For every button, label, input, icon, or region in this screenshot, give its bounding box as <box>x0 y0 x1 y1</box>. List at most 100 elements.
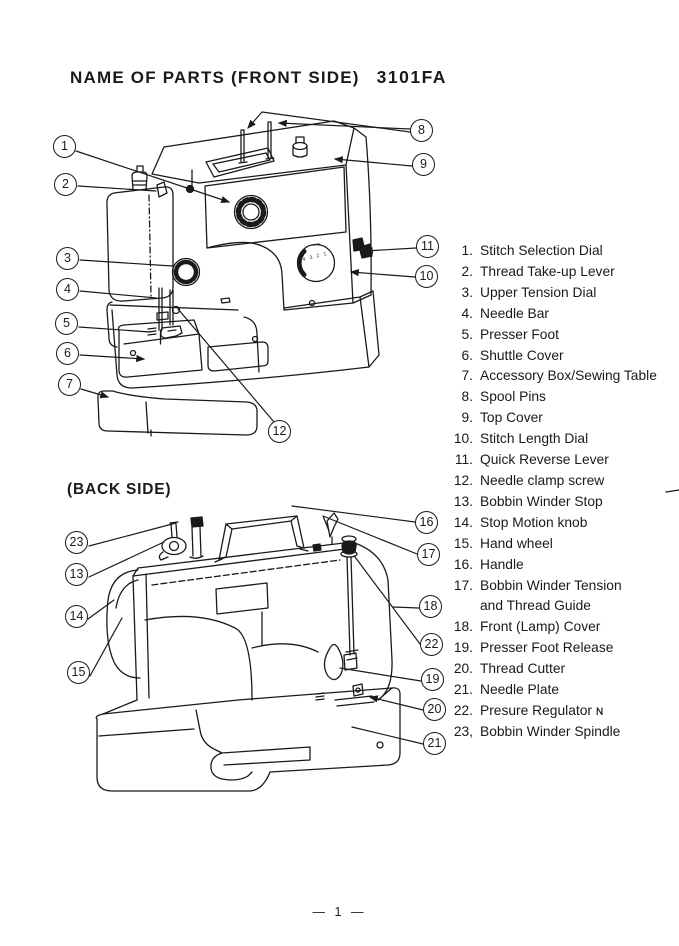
leader-22 <box>355 557 420 644</box>
part-item: 21. Needle Plate <box>446 680 676 701</box>
part-label: Hand wheel <box>480 535 553 551</box>
callout-22: 22 <box>420 633 443 656</box>
callout-12: 12 <box>268 420 291 443</box>
back-base <box>96 688 400 791</box>
part-item: 20. Thread Cutter <box>446 659 676 680</box>
part-item: 2.Thread Take-up Lever <box>446 262 676 283</box>
callout-number: 19 <box>425 672 440 687</box>
part-label: Stop Motion knob <box>480 514 588 530</box>
leader-1 <box>76 151 231 203</box>
leader-16 <box>292 506 415 522</box>
part-item: 4.Needle Bar <box>446 304 676 325</box>
part-number: 8. <box>461 389 473 405</box>
needle-plate <box>316 693 374 706</box>
callout-15: 15 <box>67 661 90 684</box>
part-label: Needle clamp screw <box>480 472 605 488</box>
leader-4 <box>80 291 156 298</box>
bobbin-winder-thread-guide <box>327 513 338 544</box>
column-curve <box>207 242 284 310</box>
part-number: 21. <box>453 682 473 698</box>
part-label: Needle Plate <box>480 682 560 698</box>
callout-number: 15 <box>71 665 86 680</box>
part-number: 4. <box>461 305 473 321</box>
leader-8b <box>277 119 410 129</box>
leader-8a <box>247 112 410 132</box>
body-right-side <box>353 128 371 303</box>
leader-13 <box>89 542 164 577</box>
part-number: 20. <box>453 661 473 677</box>
part-number: 1. <box>461 243 473 258</box>
back-leader-lines <box>88 506 423 744</box>
back-machine-drawing <box>96 513 400 791</box>
parts-list: 1.Stitch Selection Dial 2.Thread Take-up… <box>446 241 676 743</box>
bobbin-winder <box>159 522 186 560</box>
part-number: 22. <box>453 702 473 718</box>
part-label: Upper Tension Dial <box>480 284 597 300</box>
front-machine-drawing: 4 3 2 1 <box>98 121 379 436</box>
extension-table <box>98 391 257 436</box>
hand-wheel <box>107 570 140 678</box>
callout-3: 3 <box>56 247 79 270</box>
part-label: Thread Take-up Lever <box>480 263 615 279</box>
leader-7 <box>81 389 110 399</box>
callout-1: 1 <box>53 135 76 158</box>
callout-number: 8 <box>418 123 425 138</box>
upper-tension-dial <box>173 259 200 286</box>
callout-number: 5 <box>63 316 70 331</box>
callout-8: 8 <box>410 119 433 142</box>
machine-base <box>107 291 379 388</box>
part-item: 9.Top Cover <box>446 408 676 429</box>
page-title-row: NAME OF PARTS (FRONT SIDE)3101FA <box>70 67 447 88</box>
part-item: 23,Bobbin Winder Spindle <box>446 722 676 743</box>
callout-7: 7 <box>58 373 81 396</box>
callout-number: 16 <box>419 515 434 530</box>
part-item: 22.Presure Regulator ɴ <box>446 701 676 722</box>
part-number: 17. <box>453 577 473 593</box>
part-number: 5. <box>461 326 473 342</box>
part-number: 10. <box>453 431 473 447</box>
presser-foot-release-lever <box>324 645 342 680</box>
part-label: Spool Pins <box>480 389 546 405</box>
part-label: Shuttle Cover <box>480 347 564 363</box>
callout-number: 3 <box>64 251 71 266</box>
leader-5 <box>79 327 150 332</box>
callout-number: 4 <box>64 282 71 297</box>
part-item: 6.Shuttle Cover <box>446 346 676 367</box>
leader-6 <box>80 355 146 363</box>
spool-plate-recess <box>206 148 274 177</box>
back-body <box>133 542 392 700</box>
callout-number: 7 <box>66 377 73 392</box>
leader-19 <box>340 668 421 681</box>
spool-pins <box>239 122 274 163</box>
part-item: 18.Front (Lamp) Cover <box>446 617 676 638</box>
leader-11 <box>363 246 416 255</box>
callout-number: 13 <box>69 567 84 582</box>
part-item: 3.Upper Tension Dial <box>446 283 676 304</box>
part-item: 8. Spool Pins <box>446 387 676 408</box>
part-number: 11. <box>454 452 473 468</box>
body-label <box>216 583 268 614</box>
front-leader-lines <box>76 112 416 422</box>
part-item: 12. Needle clamp screw <box>446 471 676 492</box>
callout-number: 6 <box>64 346 71 361</box>
leader-17 <box>323 516 417 554</box>
part-item: 5.Presser Foot <box>446 325 676 346</box>
part-number: 12. <box>453 472 473 488</box>
callout-18: 18 <box>419 595 442 618</box>
callout-number: 20 <box>427 702 442 717</box>
leader-12 <box>178 309 274 422</box>
leader-14 <box>88 600 114 619</box>
face-plate <box>107 166 173 301</box>
callout-number: 12 <box>272 424 287 439</box>
part-label: Presser Foot Release <box>480 640 614 656</box>
part-label: Thread Cutter <box>480 661 566 677</box>
callout-number: 17 <box>421 547 436 562</box>
part-item: 16.Handle <box>446 555 676 576</box>
part-item: 14. Stop Motion knob <box>446 513 676 534</box>
part-item: 19.Presser Foot Release <box>446 638 676 659</box>
part-item: 15.Hand wheel <box>446 534 676 555</box>
stitch-selection-dial <box>235 196 268 229</box>
callout-17: 17 <box>417 543 440 566</box>
part-number: 14. <box>453 514 473 530</box>
